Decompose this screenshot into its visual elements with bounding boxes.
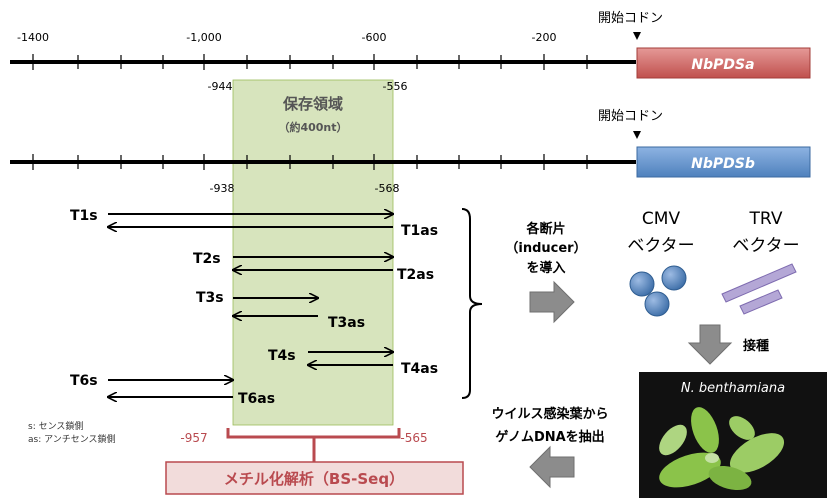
- primer-t2s: T2s: [193, 251, 221, 267]
- inoculation-label: 接種: [743, 338, 769, 354]
- primer-t4as: T4as: [401, 361, 438, 377]
- conserved-start-bottom: -938: [210, 182, 235, 195]
- primer-t3s: T3s: [196, 290, 224, 306]
- arrow-right-icon: [529, 280, 575, 324]
- methylation-analysis-box: [165, 461, 464, 495]
- start-codon-label-b: 開始コドン: [598, 109, 663, 124]
- plant-photo: N. benthamiana: [639, 372, 827, 498]
- gene-name-b: NbPDSb: [691, 156, 755, 172]
- inducer-line-3: を導入: [526, 260, 565, 276]
- primer-set-t3: [233, 298, 318, 316]
- primer-t6s: T6s: [70, 373, 98, 389]
- plant-species-label: N. benthamiana: [681, 381, 785, 396]
- methylation-end: -565: [400, 431, 427, 445]
- arrow-down-icon: [687, 324, 733, 365]
- position-ruler: -1400 -1,000 -600 -200: [10, 31, 636, 70]
- gene-name-a: NbPDSa: [691, 57, 754, 73]
- primer-t3as: T3as: [328, 315, 365, 331]
- legend-sense: s: センス鎖側: [28, 420, 83, 432]
- primer-t2as: T2as: [397, 267, 434, 283]
- start-codon-marker-a: [633, 32, 641, 40]
- conserved-start-top: -944: [208, 80, 233, 93]
- extraction-line-1: ウイルス感染葉から: [491, 406, 608, 422]
- tick-label-1400: -1400: [17, 31, 49, 44]
- gene-box-a: [636, 47, 811, 79]
- primer-t4s: T4s: [268, 348, 296, 364]
- tick-label-600: -600: [362, 31, 387, 44]
- primer-t1as: T1as: [401, 223, 438, 239]
- cmv-virus-particles-icon: [629, 265, 687, 317]
- conserved-region-subtitle: （約400nt）: [278, 120, 347, 134]
- legend-antisense: as: アンチセンス鎖側: [28, 433, 116, 445]
- trv-vector-title: TRV: [749, 209, 783, 229]
- conserved-region-title: 保存領域: [282, 95, 343, 113]
- primer-set-t6: [108, 380, 233, 397]
- inducer-line-1: 各断片: [525, 221, 565, 237]
- tick-label-200: -200: [532, 31, 557, 44]
- extraction-line-2: ゲノムDNAを抽出: [495, 429, 604, 445]
- methylation-analysis-title: メチル化解析（BS-Seq）: [224, 470, 404, 488]
- position-ruler-b: [10, 154, 636, 170]
- cmv-vector-title: CMV: [642, 209, 681, 229]
- inducer-line-2: （inducer）: [505, 240, 586, 256]
- primer-t1s: T1s: [70, 208, 98, 224]
- cmv-vector-subtitle: ベクター: [627, 236, 694, 256]
- gene-box-b: [636, 146, 811, 178]
- conserved-end-bottom: -568: [375, 182, 400, 195]
- start-codon-marker-b: [633, 131, 641, 139]
- primer-set-t4: [308, 352, 393, 365]
- primer-t6as: T6as: [238, 391, 275, 407]
- primer-set-t1: [108, 214, 393, 227]
- trv-virus-rods-icon: [721, 263, 797, 315]
- fragment-group-brace: [461, 208, 483, 399]
- arrow-left-icon: [529, 445, 575, 489]
- trv-vector-subtitle: ベクター: [732, 236, 799, 256]
- methylation-start: -957: [180, 431, 207, 445]
- methylation-range-bracket: [226, 428, 401, 462]
- start-codon-label-a: 開始コドン: [598, 11, 663, 26]
- tick-label-1000: -1,000: [186, 31, 221, 44]
- conserved-end-top: -556: [383, 80, 408, 93]
- primer-set-t2: [233, 257, 393, 270]
